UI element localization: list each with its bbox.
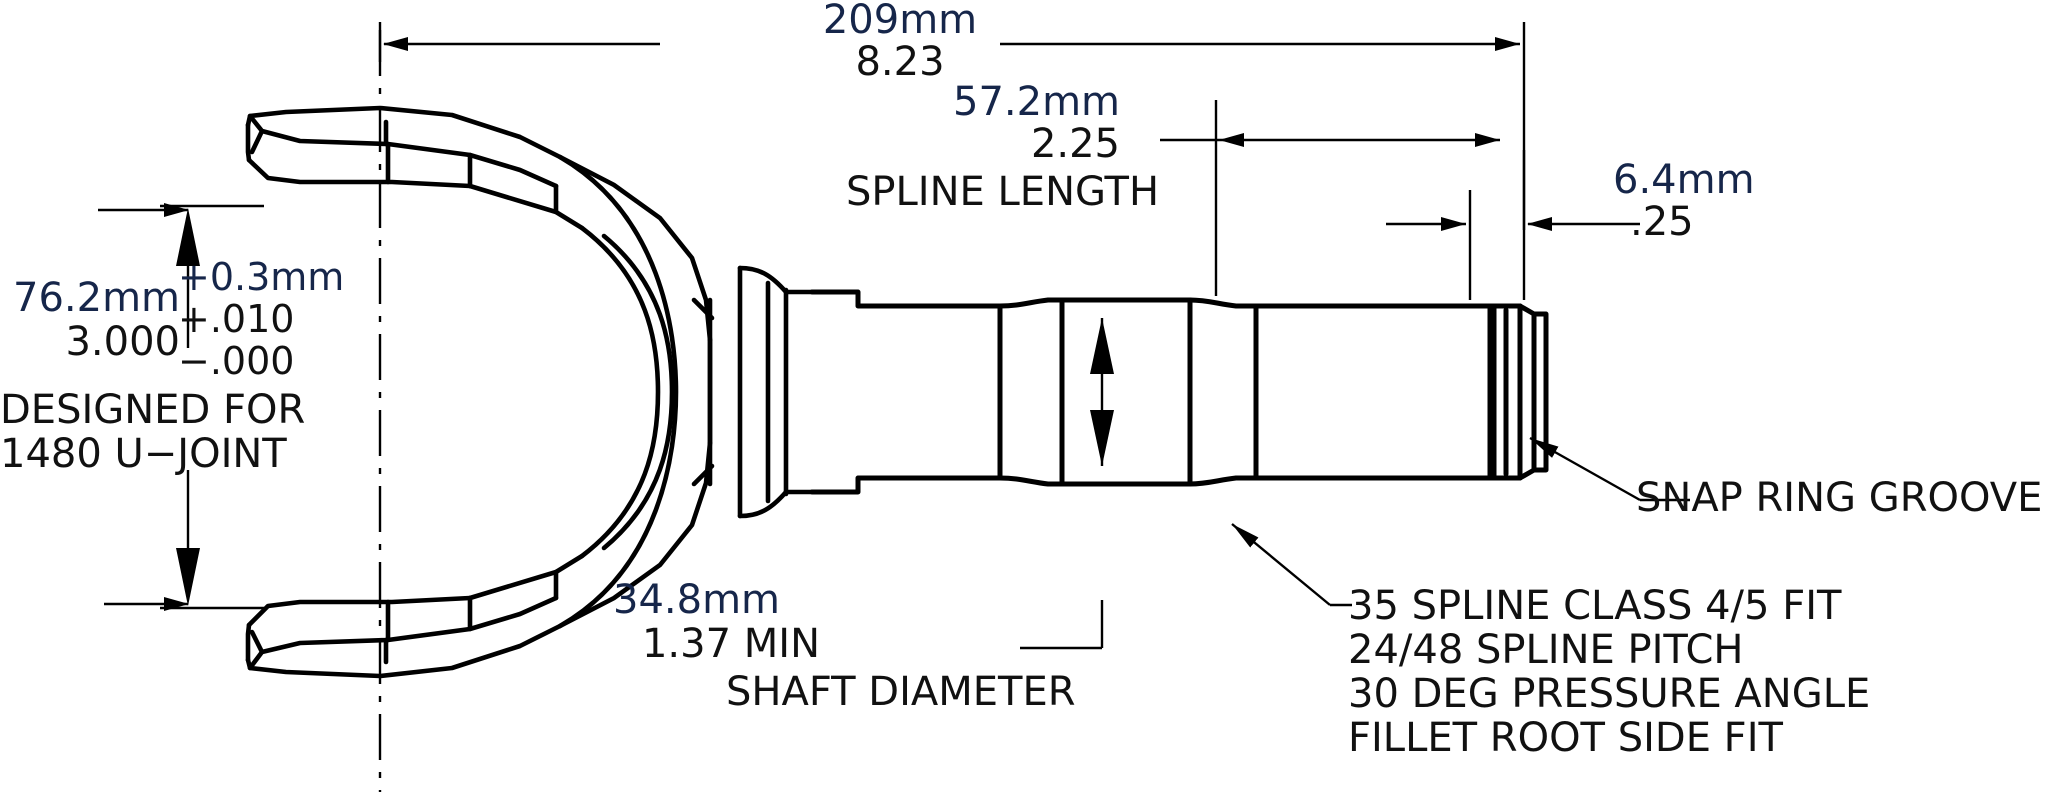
snap-ring-groove-geometry bbox=[1487, 303, 1549, 481]
dimension-overall-length-imperial: 8.23 bbox=[855, 39, 945, 85]
dimension-yoke-width-tolerance-minus: −.000 bbox=[178, 339, 295, 383]
callout-spline-note-3: 30 DEG PRESSURE ANGLE bbox=[1348, 671, 1871, 717]
dimension-shaft-diameter-imperial: 1.37 MIN bbox=[641, 621, 820, 667]
yoke-hub-flange bbox=[707, 265, 815, 519]
dimension-spline-length bbox=[1160, 100, 1500, 296]
dimension-yoke-width-imperial: 3.000 bbox=[65, 319, 180, 365]
dimension-shaft-diameter-caption: SHAFT DIAMETER bbox=[726, 669, 1076, 715]
shaft-body bbox=[809, 289, 1493, 495]
dimension-overall-length-metric: 209mm bbox=[822, 0, 978, 43]
dimension-yoke-width-tolerance-plus: +.010 bbox=[178, 297, 295, 341]
dimension-spline-length-imperial: 2.25 bbox=[1030, 121, 1120, 167]
dimension-snap-ring-width bbox=[1386, 150, 1640, 300]
callout-spline-note-2: 24/48 SPLINE PITCH bbox=[1348, 627, 1744, 673]
designed-for-caption-line1: DESIGNED FOR bbox=[0, 387, 306, 433]
leader-snap-ring-groove bbox=[1529, 436, 1690, 502]
yoke-ear-lower bbox=[245, 553, 585, 679]
dimension-yoke-width-metric: 76.2mm bbox=[13, 275, 180, 321]
dimension-shaft-diameter-metric: 34.8mm bbox=[613, 577, 780, 623]
callout-snap-ring-groove: SNAP RING GROOVE bbox=[1636, 475, 2043, 521]
dimension-spline-length-caption: SPLINE LENGTH bbox=[846, 169, 1160, 215]
yoke-bow bbox=[557, 154, 679, 629]
yoke-ear-upper bbox=[245, 105, 585, 231]
dimension-yoke-width bbox=[98, 203, 264, 611]
dimension-snap-ring-width-imperial: .25 bbox=[1630, 199, 1694, 245]
leader-spline-notes bbox=[1231, 523, 1352, 607]
callout-spline-note-4: FILLET ROOT SIDE FIT bbox=[1348, 715, 1783, 761]
callout-spline-note-1: 35 SPLINE CLASS 4/5 FIT bbox=[1348, 583, 1842, 629]
dimension-spline-length-metric: 57.2mm bbox=[953, 79, 1120, 125]
dimension-yoke-width-tolerance-metric: +0.3mm bbox=[178, 255, 345, 299]
designed-for-caption-line2: 1480 U−JOINT bbox=[0, 431, 287, 477]
dimension-snap-ring-width-metric: 6.4mm bbox=[1613, 157, 1755, 203]
dimension-yoke-width-arrows bbox=[176, 208, 200, 606]
dimension-shaft-diameter-line bbox=[1020, 318, 1104, 650]
